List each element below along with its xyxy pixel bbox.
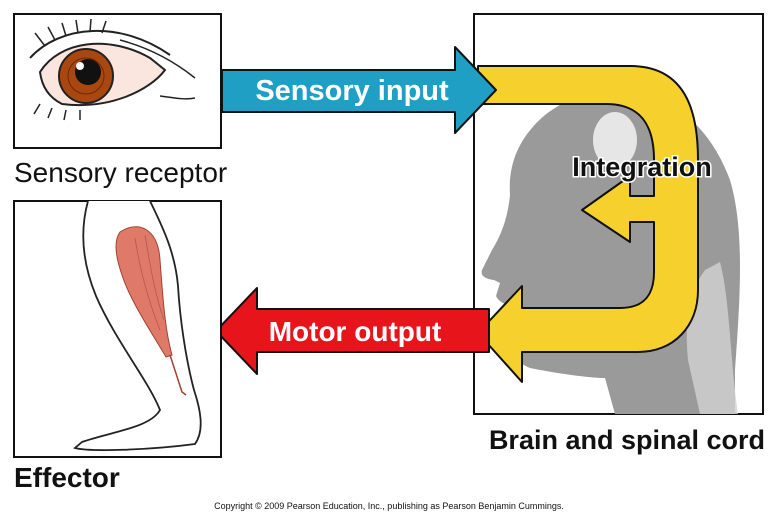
motor-output-label: Motor output [269,316,442,347]
brain-panel: Integration [473,13,764,415]
integration-label: Integration [572,152,712,182]
effector-panel [13,200,222,458]
effector-label: Effector [14,462,120,493]
brain-label: Brain and spinal cord [489,425,765,455]
sensory-receptor-label: Sensory receptor [14,157,227,188]
eye-panel [13,13,222,149]
motor-output-arrow: Motor output [215,287,490,375]
sensory-input-arrow: Sensory input [221,46,497,134]
copyright-text: Copyright © 2009 Pearson Education, Inc.… [214,501,564,511]
integration-loop [477,65,699,383]
sensory-input-label: Sensory input [255,75,449,107]
